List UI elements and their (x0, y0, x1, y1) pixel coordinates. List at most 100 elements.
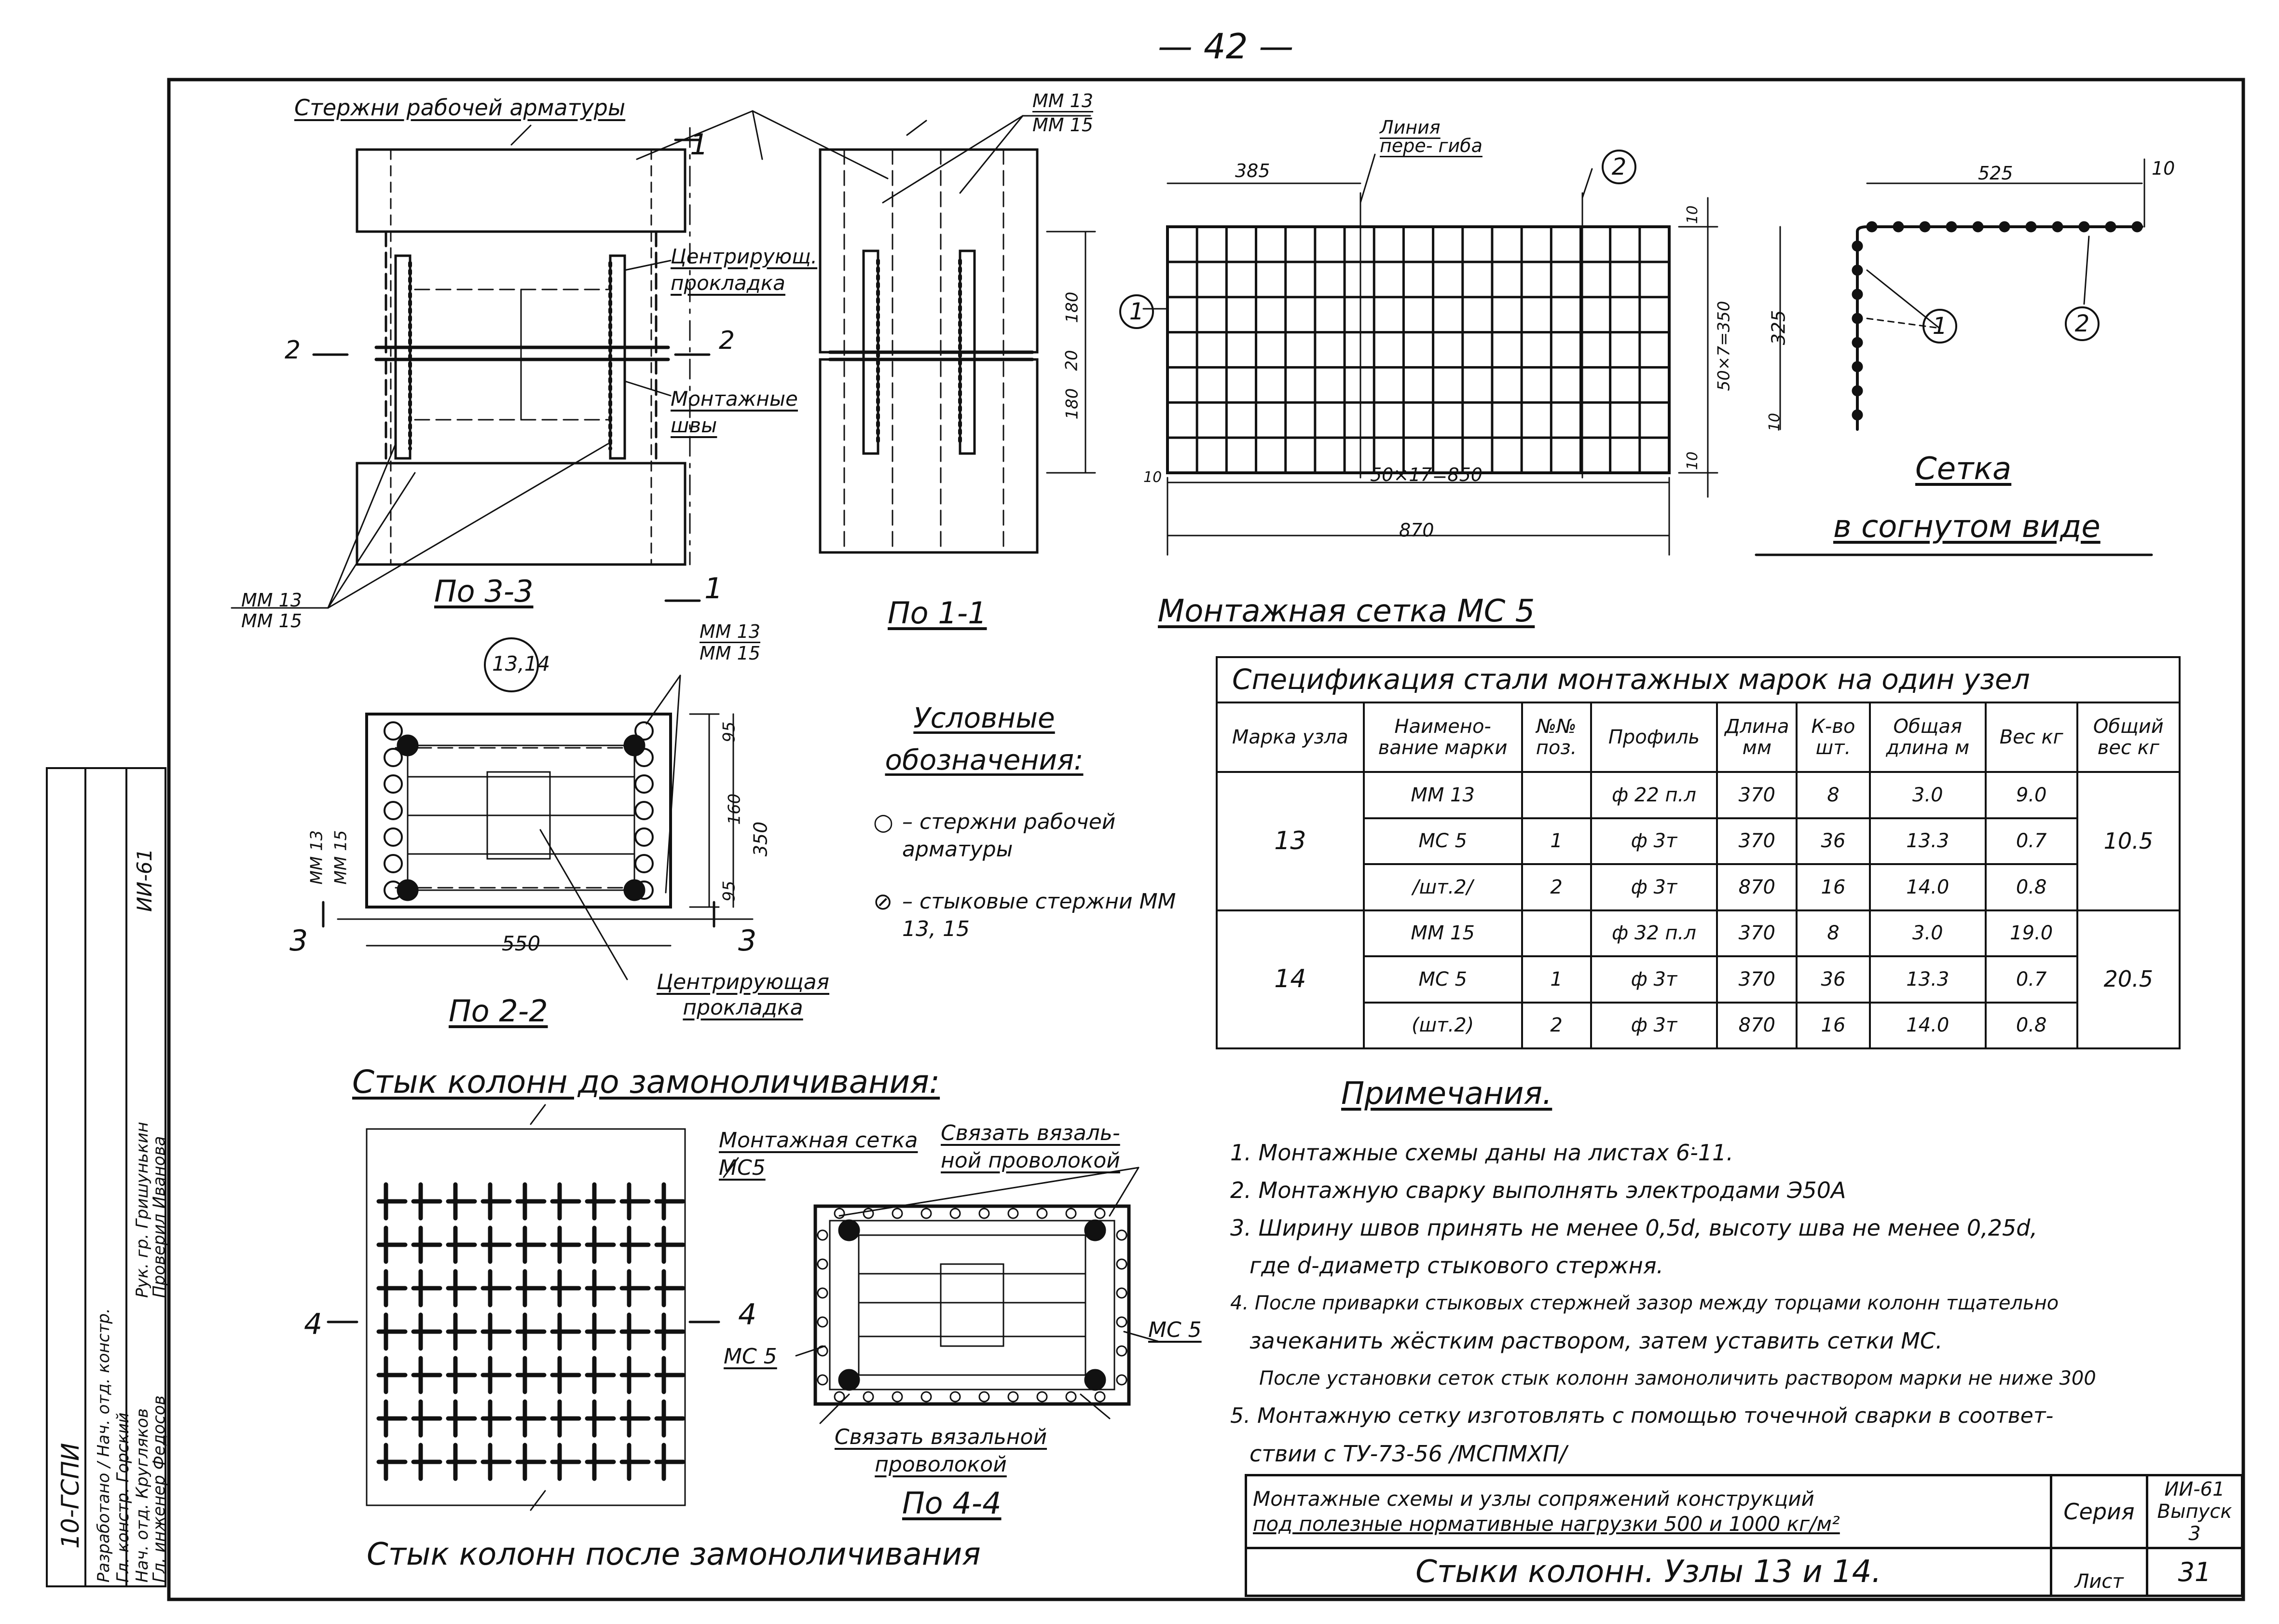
rebar-circle (978, 1391, 990, 1403)
rebar-circle (817, 1287, 828, 1299)
table-cell: 16 (1796, 863, 1871, 911)
table-cell: 3.0 (1868, 771, 1987, 819)
rebar-circle (920, 1208, 932, 1219)
rebar-circle (1116, 1287, 1127, 1299)
table-cell: 0.8 (1984, 863, 2078, 911)
dim-20: 20 (1062, 350, 1082, 371)
stamp-code: ИИ-61 (133, 848, 156, 912)
sheet-value: 31 (2146, 1547, 2243, 1597)
rebar-circle (384, 721, 403, 741)
stamp-row: Гл. констр. Горский (113, 1412, 133, 1583)
dim-550: 550 (502, 932, 541, 955)
total-cell: 20.5 (2076, 909, 2181, 1049)
note-line: 1. Монтажные схемы даны на листах 6-11. (1230, 1140, 1733, 1166)
caption-1-1: По 1-1 (888, 595, 987, 631)
title-block-description: Монтажные схемы и узлы сопряжений констр… (1245, 1474, 2052, 1549)
table-cell: 0.8 (1984, 1001, 2078, 1049)
dim-10-top: 10 (1684, 205, 1702, 224)
rebar-circle (384, 827, 403, 847)
series-label: Серия (2050, 1474, 2148, 1549)
table-cell: 14.0 (1868, 863, 1987, 911)
rebar-circle (1065, 1391, 1077, 1403)
spec-table: Спецификация стали монтажных марок на од… (1216, 656, 2181, 1049)
table-cell: 370 (1716, 817, 1798, 865)
mesh-pos-2: 2 (1602, 150, 1636, 184)
header-cell: Длина мм (1716, 702, 1798, 773)
rebar-circle (1116, 1374, 1127, 1386)
rebar-circle (920, 1391, 932, 1403)
mm15-label-1-1: ММ 15 (1032, 114, 1094, 136)
caption-4-4: По 4-4 (902, 1486, 1002, 1521)
table-cell: 13.3 (1868, 817, 1987, 865)
mm15-label-2-2: ММ 15 (700, 643, 761, 664)
table-cell: 36 (1796, 817, 1871, 865)
table-cell (1521, 909, 1592, 957)
bent-pos-2: 2 (2065, 306, 2100, 341)
table-row: 13 ММ 13 ф 22 п.л 370 8 3.0 9.0 10.5 (1216, 771, 2181, 911)
header-cell: Общая длина м (1868, 702, 1987, 773)
table-cell: 3.0 (1868, 909, 1987, 957)
table-cell: 2 (1521, 1001, 1592, 1049)
rebar-circle (949, 1208, 961, 1219)
dim-525: 525 (1978, 163, 2013, 184)
mesh-mc5-drawing (1142, 153, 1718, 556)
rebar-circle (834, 1391, 845, 1403)
table-cell: ф 3т (1590, 863, 1718, 911)
joint-before-drawing (327, 1104, 720, 1511)
rebar-circle (1065, 1208, 1077, 1219)
stamp-row: Разработано / Нач. отд. констр. (94, 1308, 113, 1583)
table-cell: 8 (1796, 909, 1871, 957)
spec-table-title: Спецификация стали монтажных марок на од… (1216, 656, 2181, 703)
dim-350-2-2: 350 (750, 821, 771, 857)
table-cell: 2 (1521, 863, 1592, 911)
table-cell: 14.0 (1868, 1001, 1987, 1049)
mc5-left-label: МС 5 (724, 1344, 777, 1369)
series-value: ИИ-61 Выпуск 3 (2146, 1474, 2243, 1549)
mesh-caption: Монтажная сетка МС 5 (1158, 593, 1535, 629)
table-row: (шт.2) 2 ф 3т 870 16 14.0 0.8 (1217, 1001, 2180, 1049)
note-line: 2. Монтажную сварку выполнять электродам… (1230, 1177, 1846, 1203)
rebar-circle (384, 774, 403, 794)
bent-rod-dot (1946, 221, 1957, 233)
table-cell: 16 (1796, 1001, 1871, 1049)
tie-label-bottom: Связать вязальной проволокой (834, 1425, 1047, 1477)
rebar-circle (834, 1208, 845, 1219)
rebar-circle (634, 827, 654, 847)
bent-rod-dot (1852, 240, 1863, 252)
table-cell (1521, 771, 1592, 819)
dim-180-top: 180 (1062, 291, 1082, 323)
dim-180-bottom: 180 (1062, 388, 1082, 420)
caption-2-2: По 2-2 (449, 993, 548, 1029)
centering-pad-label-2: Центрирующая прокладка (656, 970, 830, 1020)
bent-rod-dot (1852, 385, 1863, 397)
joint-rod-dot (623, 879, 645, 901)
mm13-label-1-1: ММ 13 (1032, 90, 1094, 111)
bent-rod-dot (1852, 409, 1863, 421)
mm13-label-2-2: ММ 13 (700, 621, 761, 642)
dim-870: 870 (1399, 520, 1434, 541)
table-cell: 36 (1796, 955, 1871, 1004)
legend-symbol-2: ⊘ (873, 888, 893, 915)
total-cell: 10.5 (2076, 771, 2181, 911)
header-cell: Наимено- вание марки (1362, 702, 1523, 773)
rebar-circle (1116, 1258, 1127, 1270)
table-cell: ф 3т (1590, 955, 1718, 1004)
rebar-circle (1036, 1208, 1048, 1219)
section-4-right: 4 (738, 1298, 757, 1332)
rebar-circle (1094, 1391, 1106, 1403)
table-cell: ф 3т (1590, 1001, 1718, 1049)
stamp-org: 10-ГСПИ (56, 1443, 84, 1549)
joint-after-title: Стык колонн после замоноличивания (367, 1537, 981, 1572)
table-cell: 370 (1716, 909, 1798, 957)
table-cell: МС 5 (1362, 817, 1523, 865)
section-4-left: 4 (304, 1307, 323, 1341)
table-cell: 870 (1716, 863, 1798, 911)
bend-line-label: Линия пере- гиба (1380, 117, 1483, 156)
table-cell: 1 (1521, 955, 1592, 1004)
table-row: /шт.2/ 2 ф 3т 870 16 14.0 0.8 (1217, 863, 2180, 911)
dim-850: 50×17=850 (1370, 464, 1483, 485)
rebar-circle (1094, 1208, 1106, 1219)
page-number: — 42 — (1158, 26, 1294, 67)
table-cell: ММ 13 (1362, 771, 1523, 819)
